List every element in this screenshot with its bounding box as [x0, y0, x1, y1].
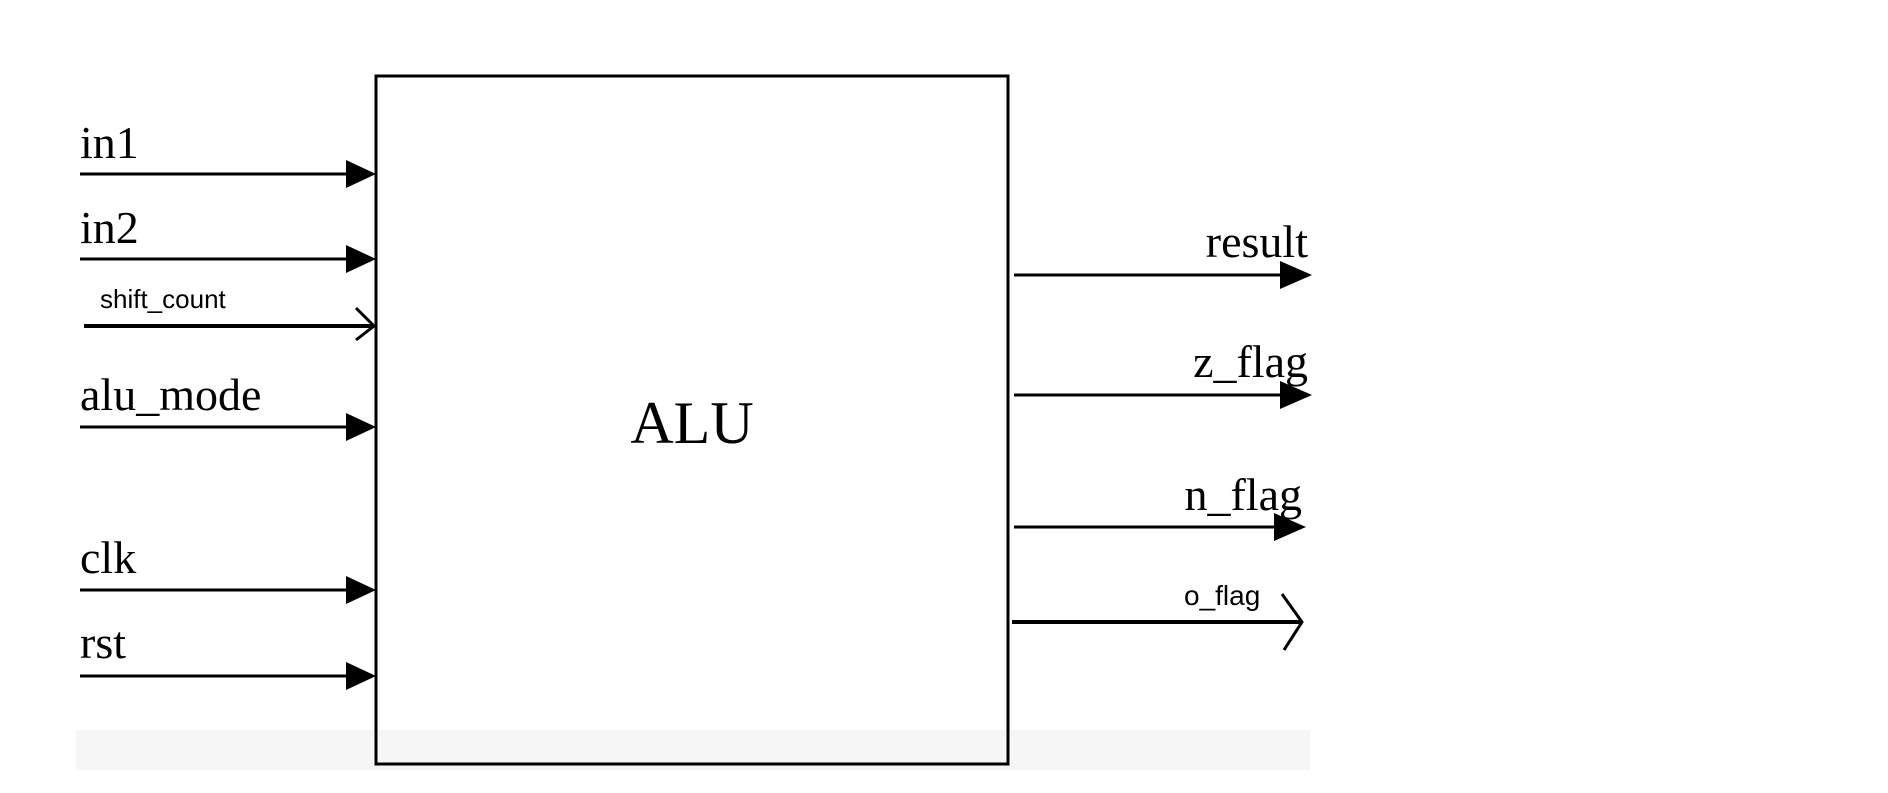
alu-box: [374, 74, 1010, 766]
input-clk: clk: [80, 532, 376, 604]
output-label-o-flag: o_flag: [1184, 580, 1260, 611]
output-arrowhead-n-flag: [1274, 513, 1306, 541]
input-alu-mode: alu_mode: [80, 369, 376, 441]
output-label-n-flag: n_flag: [1184, 469, 1302, 520]
output-open-arrowhead-o-flag: [1280, 593, 1304, 651]
output-n-flag: n_flag: [1014, 469, 1306, 541]
output-result: result: [1014, 216, 1312, 289]
input-label-alu-mode: alu_mode: [80, 369, 261, 420]
input-in2: in2: [80, 202, 376, 273]
input-rst: rst: [80, 617, 376, 690]
output-z-flag: z_flag: [1014, 336, 1312, 409]
input-arrowhead-alu-mode: [346, 413, 376, 441]
input-in1: in1: [80, 117, 376, 188]
input-open-arrowhead-shift-count: [354, 306, 377, 342]
alu-title: ALU: [630, 390, 753, 456]
input-arrowhead-in1: [346, 160, 376, 188]
input-label-clk: clk: [80, 532, 136, 583]
input-arrowhead-clk: [346, 576, 376, 604]
input-label-shift-count: shift_count: [100, 284, 227, 314]
output-label-result: result: [1206, 216, 1308, 267]
output-label-z-flag: z_flag: [1193, 336, 1308, 387]
output-arrowhead-z-flag: [1280, 381, 1312, 409]
input-label-in1: in1: [80, 117, 139, 168]
figure-background: [76, 0, 1310, 770]
input-arrowhead-rst: [346, 662, 376, 690]
output-o-flag: o_flag: [1012, 580, 1304, 651]
input-arrowhead-in2: [346, 245, 376, 273]
output-arrowhead-result: [1280, 261, 1312, 289]
input-label-rst: rst: [80, 617, 126, 668]
input-shift-count: shift_count: [84, 284, 377, 342]
input-label-in2: in2: [80, 202, 139, 253]
